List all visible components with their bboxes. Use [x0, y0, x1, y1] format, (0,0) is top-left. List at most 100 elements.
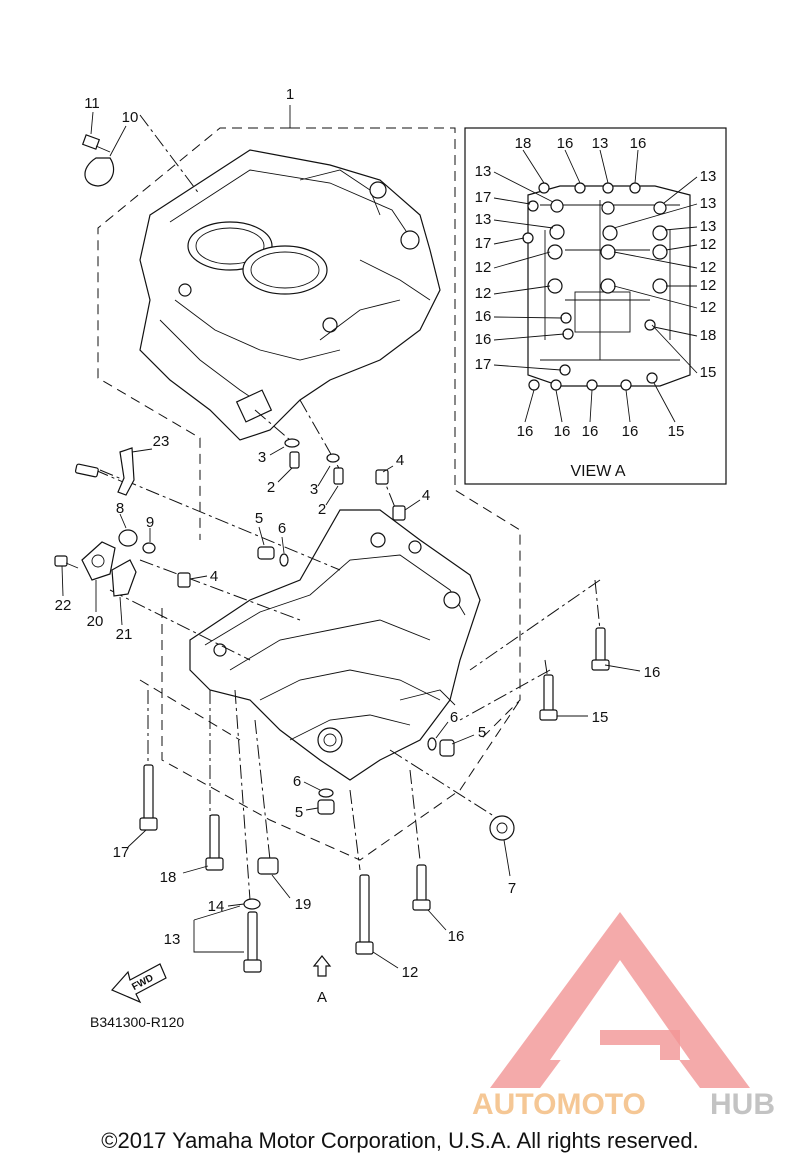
dowel-2b: [333, 467, 344, 485]
callout-6c: 6: [293, 773, 301, 790]
view-a-right-label: 12: [700, 299, 717, 316]
plug-5c: [317, 799, 335, 815]
bolt-12: [355, 874, 374, 955]
view-a-right-label: 13: [700, 218, 717, 235]
view-a-right-label: 18: [700, 327, 717, 344]
view-a-left-label: 13: [475, 163, 492, 180]
bolt-17: [139, 764, 158, 831]
view-a-right-label: 13: [700, 195, 717, 212]
view-a-bottom-label: 16: [582, 423, 599, 440]
view-a-leader-lines: [493, 149, 698, 423]
leader-lines: [61, 105, 641, 969]
callout-4b: 4: [422, 487, 430, 504]
pin-4b: [392, 505, 406, 521]
watermark-brand-2: HUB: [710, 1088, 775, 1121]
callout-13: 13: [164, 931, 181, 948]
callout-18: 18: [160, 869, 177, 886]
callout-7: 7: [508, 880, 516, 897]
view-a-right-label: 12: [700, 277, 717, 294]
callout-22: 22: [55, 597, 72, 614]
view-a-marker: A: [317, 989, 327, 1006]
washer-14: [243, 898, 261, 910]
view-a-labels: 18 16 13 16 13 17 13 17 12 12 16 16 17 1…: [475, 135, 717, 480]
callout-17: 17: [113, 844, 130, 861]
view-a-left-label: 16: [475, 308, 492, 325]
view-a-right-label: 12: [700, 259, 717, 276]
callout-21: 21: [116, 626, 133, 643]
view-a-top-label: 16: [630, 135, 647, 152]
oring-3b: [326, 453, 340, 463]
pin-4c: [177, 572, 191, 588]
fwd-arrow-icon: FWD: [110, 963, 167, 1004]
bolt-13: [243, 911, 262, 973]
view-a-bottom-label: 16: [554, 423, 571, 440]
part-callouts: 1 11 10 3 2 3 2 4 4 4 5 6 23 8 9 22 20 2…: [55, 86, 661, 981]
callout-4c: 4: [210, 568, 218, 585]
view-a-left-label: 17: [475, 235, 492, 252]
callout-3b: 3: [310, 481, 318, 498]
view-a-left-label: 12: [475, 285, 492, 302]
plug-5a: [257, 546, 275, 560]
oring-6c: [318, 788, 334, 798]
callout-16a: 16: [644, 664, 661, 681]
dowel-2a: [289, 451, 300, 469]
view-a-left-label: 13: [475, 211, 492, 228]
callout-8: 8: [116, 500, 124, 517]
alignment-lines: [94, 114, 601, 901]
callout-5a: 5: [255, 510, 263, 527]
callout-15: 15: [592, 709, 609, 726]
view-a-top-label: 18: [515, 135, 532, 152]
oring-6b: [427, 737, 437, 751]
view-a-right-label: 12: [700, 236, 717, 253]
upper-crankcase: [139, 149, 441, 441]
bolt-11: [81, 134, 111, 153]
callout-20: 20: [87, 613, 104, 630]
callout-19: 19: [295, 896, 312, 913]
oring-3a: [284, 438, 300, 448]
callout-12: 12: [402, 964, 419, 981]
bolt-16-lower: [412, 864, 431, 911]
cover-20: [81, 541, 116, 581]
view-a-left-label: 16: [475, 331, 492, 348]
view-a-left-label: 17: [475, 356, 492, 373]
bolt-16-upper: [591, 627, 610, 671]
callout-16b: 16: [448, 928, 465, 945]
oring-9: [142, 542, 156, 554]
oring-6a: [279, 553, 289, 567]
view-a-right-label: 13: [700, 168, 717, 185]
bolt-22: [54, 555, 79, 569]
view-a-arrow-icon: A: [312, 955, 332, 1006]
callout-1: 1: [286, 86, 294, 103]
callout-5c: 5: [295, 804, 303, 821]
lower-crankcase-envelope: [139, 608, 521, 861]
view-a-bottom-label: 16: [622, 423, 639, 440]
callout-2b: 2: [318, 501, 326, 518]
view-a-title: VIEW A: [570, 463, 625, 480]
callout-4a: 4: [396, 452, 404, 469]
callout-11: 11: [84, 95, 100, 112]
view-a-right-label: 15: [700, 364, 717, 381]
view-a-bottom-label: 15: [668, 423, 685, 440]
bolt-18: [205, 814, 224, 871]
view-a-left-label: 17: [475, 189, 492, 206]
callout-2a: 2: [267, 479, 275, 496]
gasket-10: [84, 157, 115, 187]
view-a-bottom-label: 16: [517, 423, 534, 440]
callout-10: 10: [122, 109, 139, 126]
gasket-21: [111, 559, 137, 597]
clamp-19: [257, 857, 279, 875]
bolt-15: [539, 674, 558, 721]
lower-crankcase: [189, 509, 481, 781]
diagram-code: B341300-R120: [90, 1014, 184, 1030]
bracket-23: [74, 447, 135, 496]
callout-9: 9: [146, 514, 154, 531]
callout-6a: 6: [278, 520, 286, 537]
watermark-brand-1: AUTOMOTO: [472, 1088, 646, 1121]
copyright-footer: ©2017 Yamaha Motor Corporation, U.S.A. A…: [101, 1128, 699, 1153]
view-a-top-label: 16: [557, 135, 574, 152]
pin-4a: [375, 469, 389, 485]
callout-5b: 5: [478, 724, 486, 741]
view-a-top-label: 13: [592, 135, 609, 152]
callout-3a: 3: [258, 449, 266, 466]
